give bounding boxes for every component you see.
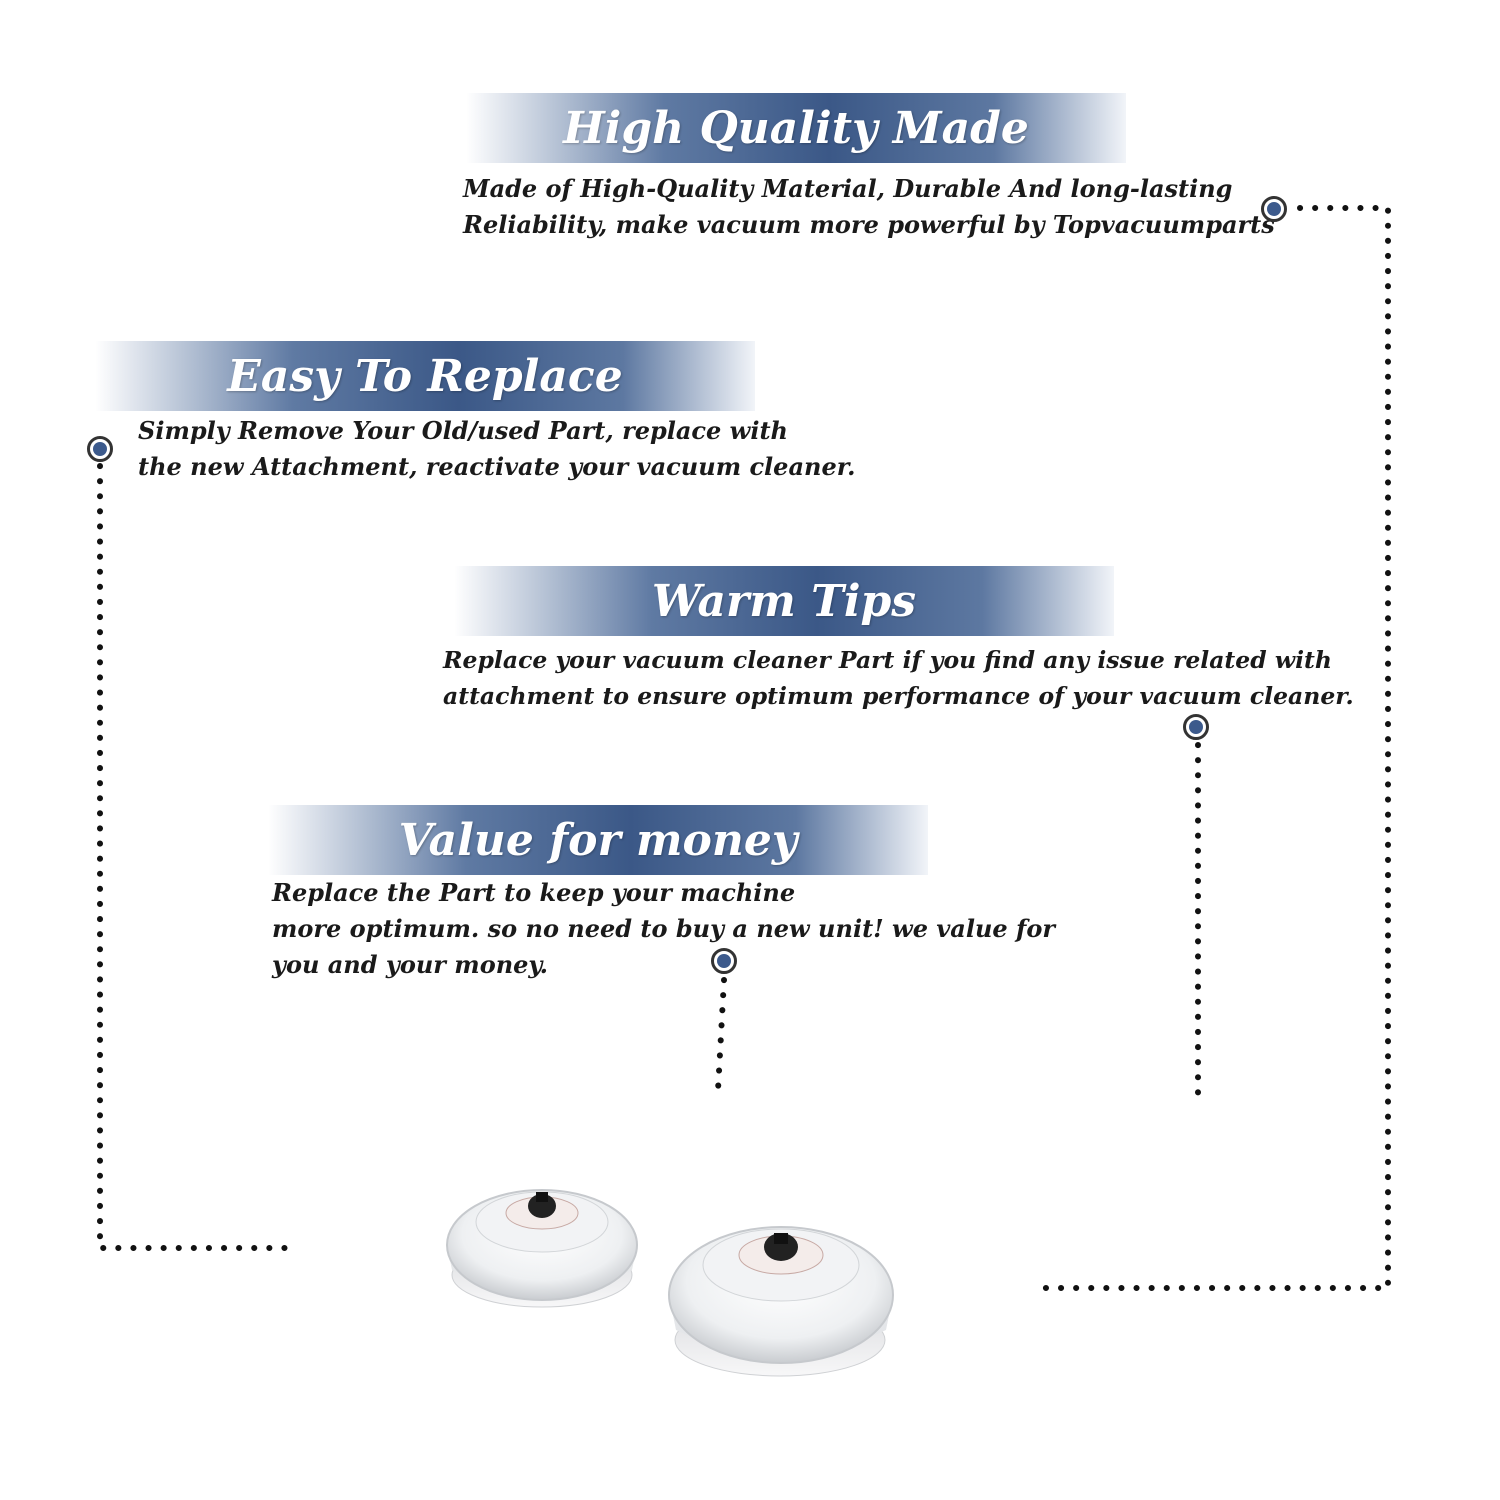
- brush-head-small-icon: [446, 1189, 638, 1308]
- banner-easy-to-replace: Easy To Replace: [95, 341, 755, 411]
- brush-head-large-icon: [668, 1226, 894, 1377]
- value-money-description: Replace the Part to keep your machine mo…: [272, 878, 1055, 979]
- bullet-marker-icon: [711, 948, 737, 974]
- connector-high-quality: [1037, 205, 1391, 1291]
- connector-value-money: [715, 977, 727, 1093]
- bullet-marker-icon: [87, 436, 113, 462]
- bullet-marker-icon: [1261, 196, 1287, 222]
- banner-high-quality-made: High Quality Made: [466, 93, 1126, 163]
- high-quality-description: Made of High-Quality Material, Durable A…: [463, 174, 1275, 239]
- warm-tips-description: Replace your vacuum cleaner Part if you …: [443, 646, 1354, 710]
- banner-title: Value for money: [398, 814, 798, 866]
- banner-title: Warm Tips: [651, 575, 917, 627]
- banner-title: High Quality Made: [563, 102, 1029, 154]
- banner-title: Easy To Replace: [227, 350, 623, 402]
- easy-replace-description: Simply Remove Your Old/used Part, replac…: [138, 416, 856, 481]
- banner-warm-tips: Warm Tips: [454, 566, 1114, 636]
- banner-value-for-money: Value for money: [268, 805, 928, 875]
- bullet-marker-icon: [1183, 714, 1209, 740]
